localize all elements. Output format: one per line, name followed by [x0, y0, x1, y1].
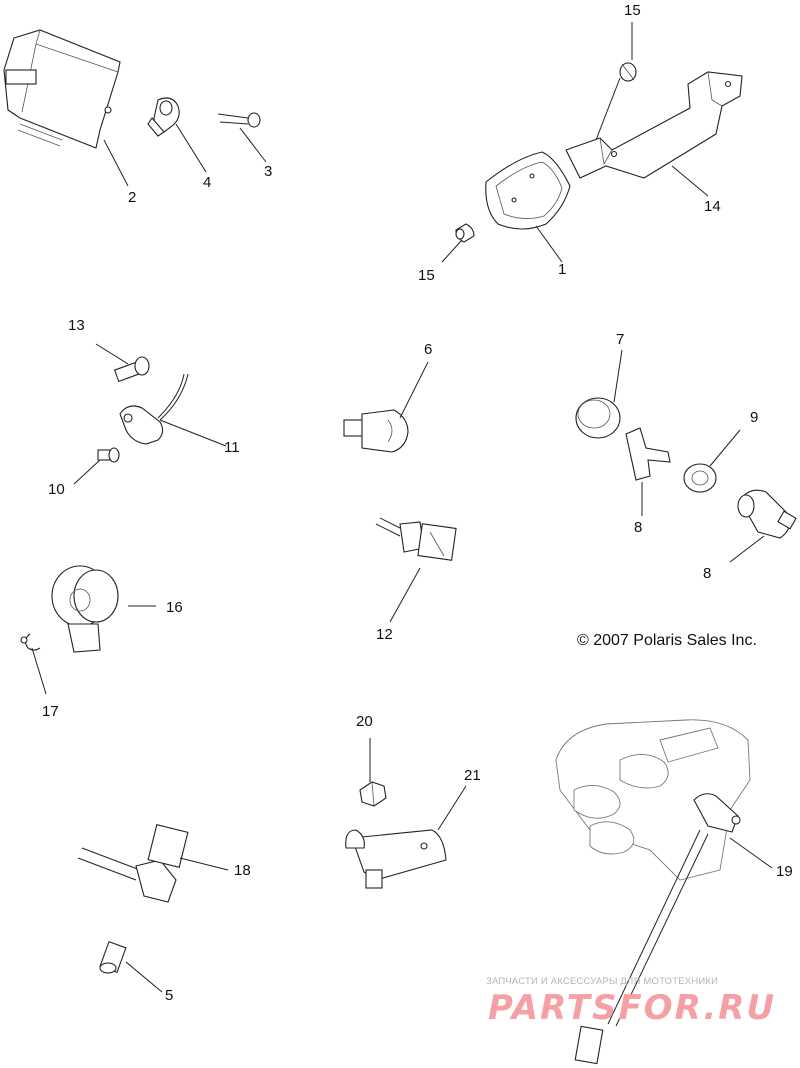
nut-illustration [359, 781, 387, 807]
ring-illustration [683, 463, 717, 493]
callout-20: 20 [356, 713, 373, 730]
callout-1: 1 [558, 261, 567, 278]
callout-3: 3 [264, 163, 273, 180]
small-bolt-illustration [97, 447, 120, 463]
sleeve-illustration [99, 941, 127, 974]
fastener-bottom-illustration [455, 223, 475, 243]
bracket-illustration [565, 71, 743, 179]
screw-illustration [217, 112, 261, 128]
clip-illustration [20, 633, 41, 651]
callout-13: 13 [68, 317, 85, 334]
callout-11: 11 [224, 439, 240, 456]
cam-sensor-illustration [77, 823, 189, 903]
callout-21: 21 [464, 767, 481, 784]
callout-16: 16 [166, 599, 183, 616]
callout-18: 18 [234, 862, 251, 879]
callout-14: 14 [704, 198, 721, 215]
plug-illustration [343, 409, 409, 453]
clamp-illustration [147, 97, 180, 137]
callout-8-plug: 8 [703, 565, 712, 582]
callout-7: 7 [616, 331, 625, 348]
bolt-illustration [113, 356, 150, 383]
cover-illustration [485, 151, 571, 230]
callout-17: 17 [42, 703, 59, 720]
watermark-subtitle: ЗАПЧАСТИ И АКСЕССУАРЫ ДЛЯ МОТОТЕХНИКИ [486, 976, 719, 987]
engine-sensor-illustration [555, 719, 751, 1065]
plate-illustration [625, 427, 671, 481]
callout-15-bottom: 15 [418, 267, 435, 284]
callout-19: 19 [776, 863, 793, 880]
callout-9: 9 [750, 409, 759, 426]
callout-15-top: 15 [624, 2, 641, 19]
callout-4: 4 [203, 174, 212, 191]
callout-12: 12 [376, 626, 393, 643]
sensor-plug-illustration [737, 489, 797, 539]
copyright-notice: © 2007 Polaris Sales Inc. [577, 632, 757, 649]
callout-10: 10 [48, 481, 65, 498]
grommet-illustration [575, 397, 621, 439]
temperature-sensor-illustration [375, 517, 457, 561]
watermark-brand: PARTSFOR.RU [488, 988, 777, 1028]
ecu-module-illustration [3, 29, 121, 149]
callout-6: 6 [424, 341, 433, 358]
map-sensor-illustration [345, 829, 447, 889]
knock-sensor-illustration [51, 565, 119, 653]
callout-2: 2 [128, 189, 137, 206]
callout-8-plate: 8 [634, 519, 643, 536]
fastener-top-illustration [619, 62, 637, 82]
speed-sensor-illustration [119, 373, 189, 445]
callout-5: 5 [165, 987, 174, 1004]
